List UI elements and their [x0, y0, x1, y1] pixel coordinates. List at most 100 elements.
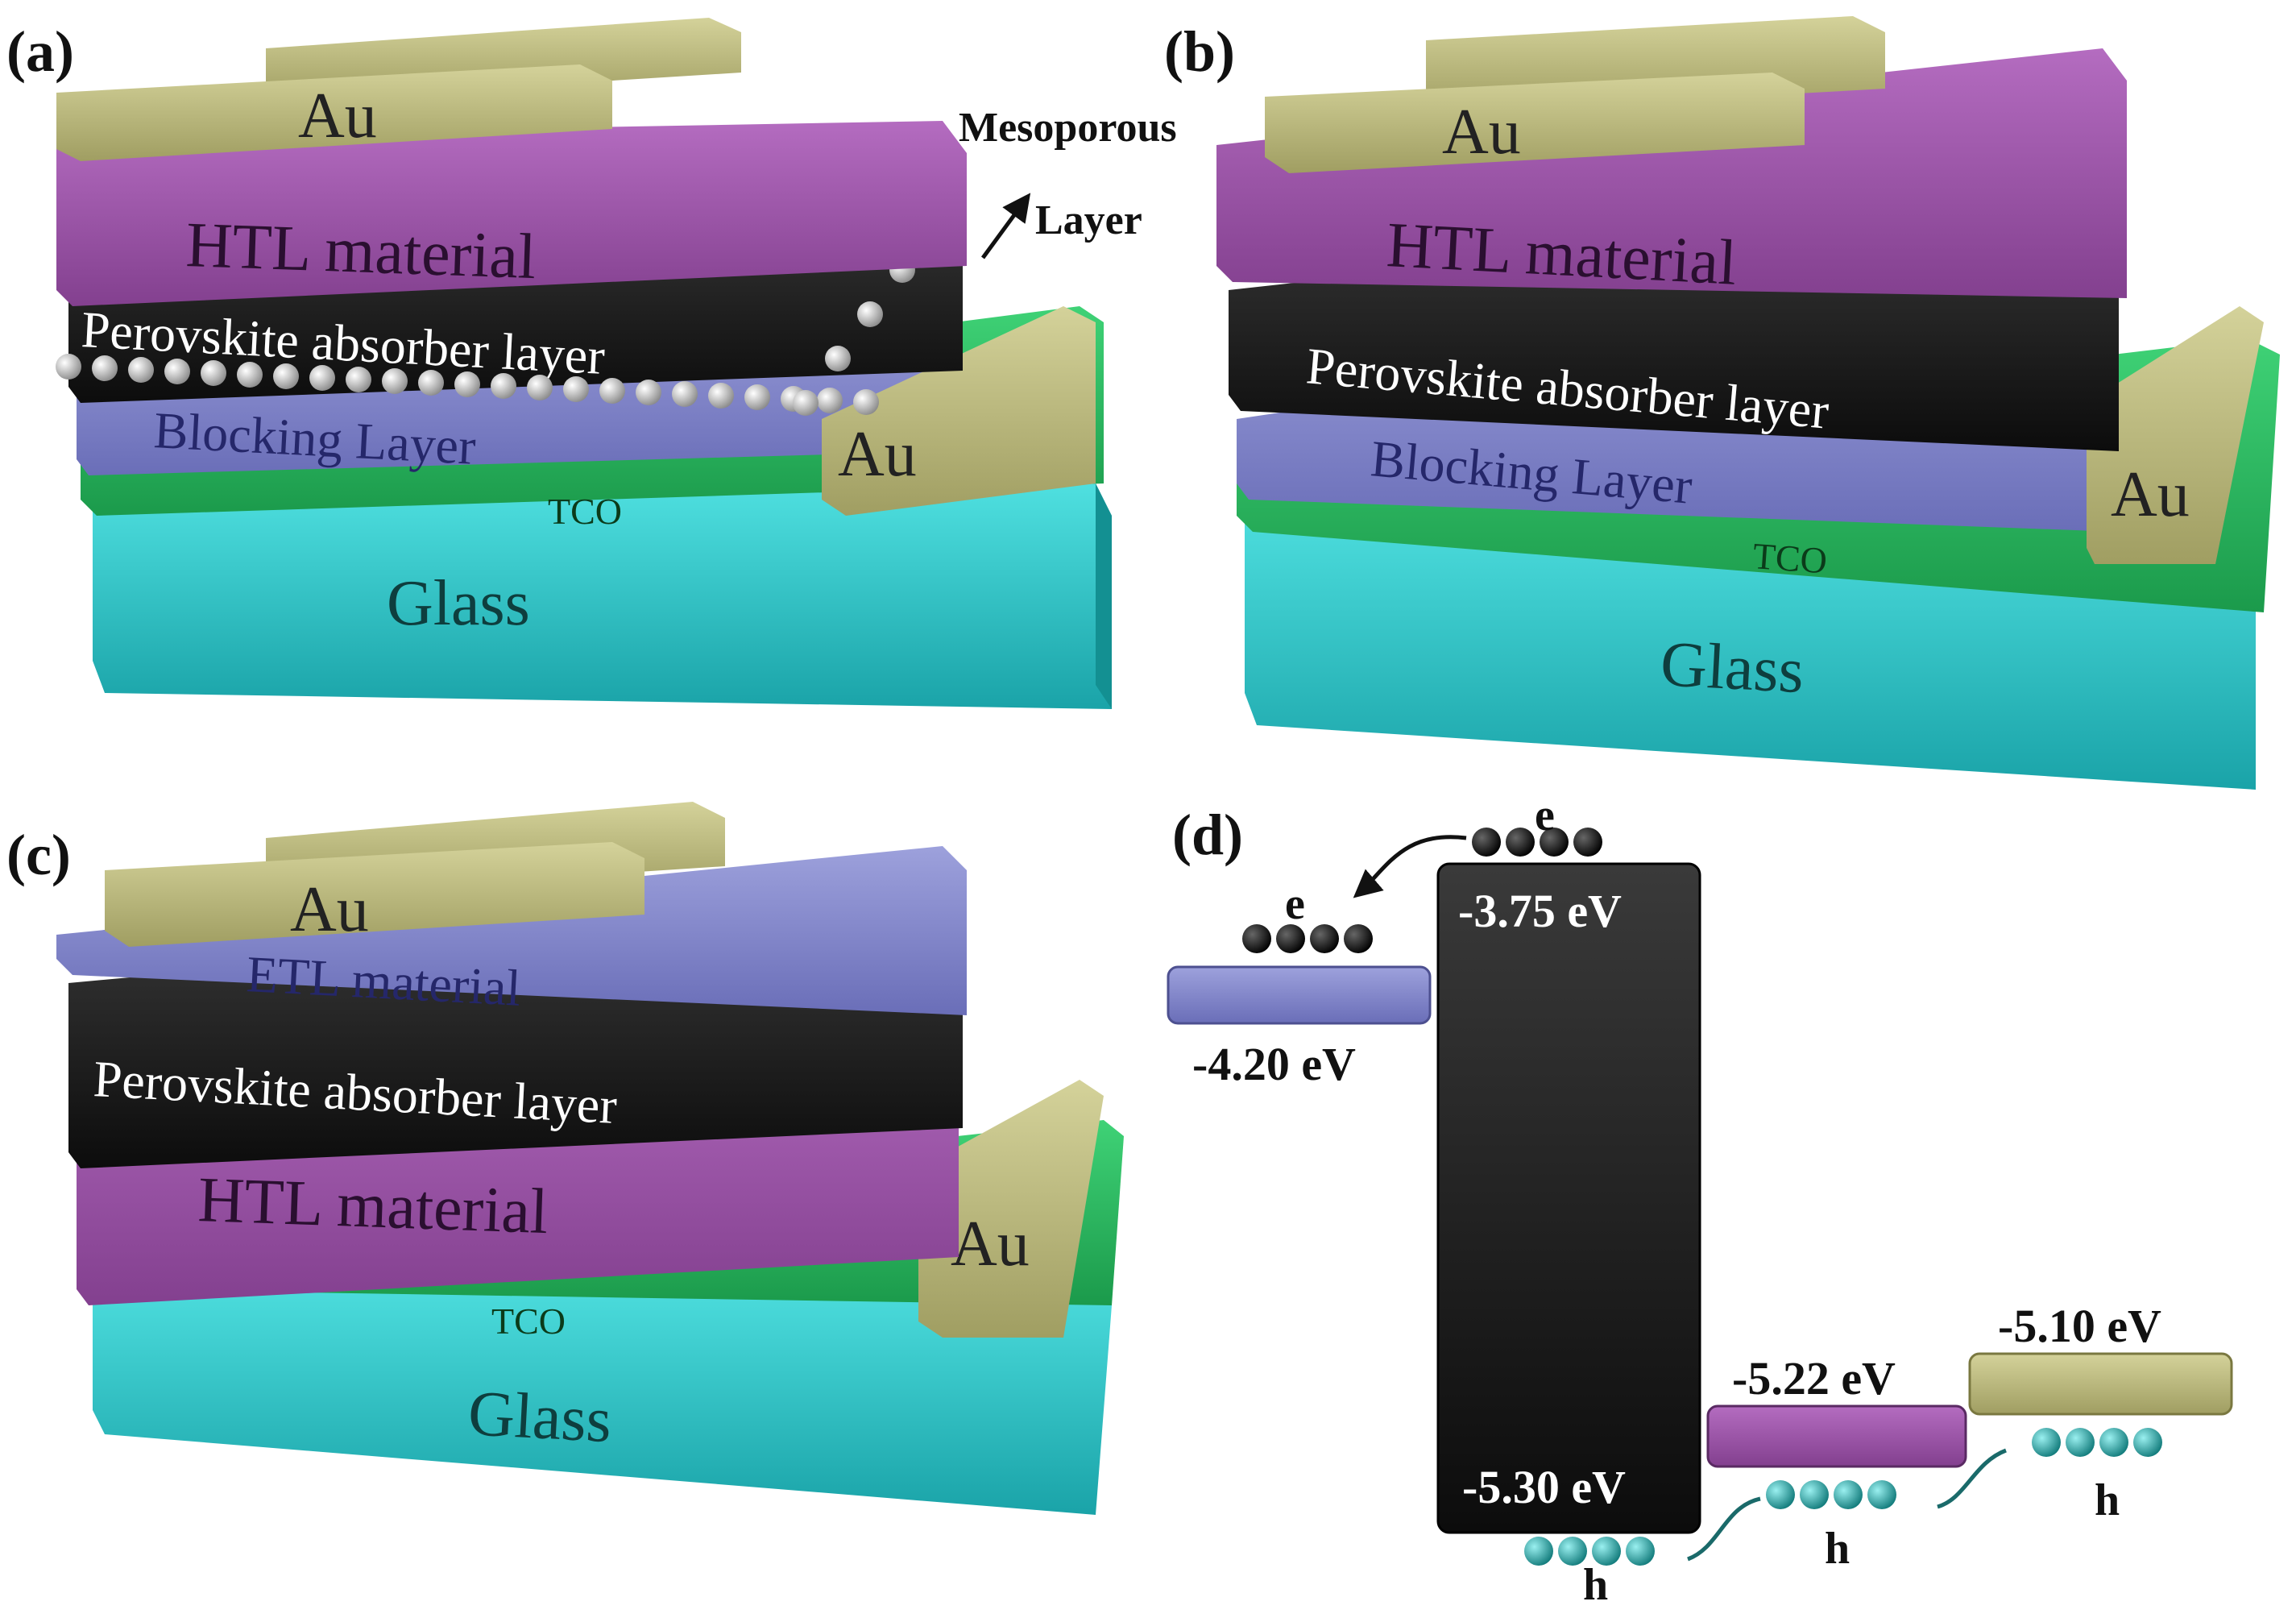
mesoporous-bead	[382, 368, 408, 394]
panel-a-au-side-contact	[822, 306, 1096, 516]
panel-c-glass-layer	[93, 1273, 1112, 1515]
panel-c-etl-layer	[56, 846, 967, 1015]
hole-bead	[1867, 1480, 1896, 1509]
hole-bead	[2066, 1428, 2095, 1457]
hole-bead	[2133, 1428, 2162, 1457]
hole-bead	[1766, 1480, 1795, 1509]
panel-b-tco-label: TCO	[1751, 535, 1828, 581]
panel-d-electron-label-1: e	[1535, 790, 1555, 840]
panel-c-tco-label: TCO	[491, 1301, 566, 1342]
panel-b-au-top-contact	[1265, 16, 1885, 173]
panel-a-htl-label: HTL material	[184, 210, 537, 292]
mesoporous-bead	[201, 360, 226, 386]
mesoporous-bead	[237, 362, 263, 388]
panel-d-electrons-etl	[1242, 924, 1373, 953]
panel-c-au-top-label: Au	[290, 874, 369, 945]
hole-bead	[1558, 1537, 1587, 1566]
panel-b-au-side-contact	[2087, 306, 2264, 564]
panel-b-glass-label: Glass	[1659, 629, 1805, 707]
electron-bead	[1540, 828, 1569, 857]
hole-bead	[1524, 1537, 1553, 1566]
mesoporous-bead	[418, 370, 444, 396]
panel-d-hole-transfer-arrow-1	[1687, 1496, 1761, 1562]
mesoporous-bead	[563, 376, 589, 402]
panel-a-letter: (a)	[6, 19, 74, 84]
panel-d-hole-label-1: h	[1583, 1560, 1608, 1610]
panel-d-htl-level-label: -5.22 eV	[1732, 1352, 1896, 1404]
panel-c-htl-label: HTL material	[197, 1164, 549, 1247]
mesoporous-bead	[817, 388, 843, 413]
panel-d-hole-label-2: h	[1825, 1524, 1850, 1574]
panel-d-electron-transfer-arrow	[1353, 835, 1467, 898]
mesoporous-bead	[853, 389, 879, 415]
panel-a-htl-layer	[56, 121, 967, 306]
electron-bead	[1506, 828, 1535, 857]
mesoporous-bead	[527, 375, 553, 400]
panel-d-perovskite-vb-label: -5.30 eV	[1462, 1461, 1626, 1513]
panel-a-glass-label: Glass	[387, 568, 530, 639]
hole-bead	[1834, 1480, 1863, 1509]
hole-bead	[1592, 1537, 1621, 1566]
panel-d-perovskite-block	[1436, 862, 1701, 1534]
panel-d-au-level-label: -5.10 eV	[1998, 1300, 2161, 1352]
mesoporous-bead	[672, 381, 698, 407]
hole-bead	[1626, 1537, 1655, 1566]
panel-a-glass-layer	[93, 483, 1112, 709]
mesoporous-bead	[599, 378, 625, 404]
panel-d-etl-level-bar	[1167, 965, 1432, 1025]
panel-d-htl-level-bar	[1706, 1404, 1967, 1468]
panel-d-electron-label-2: e	[1285, 879, 1305, 929]
panel-d-holes-au	[2032, 1428, 2162, 1457]
panel-c-au-side-label: Au	[951, 1209, 1030, 1280]
mesoporous-bead	[636, 380, 661, 405]
panel-a: (a) Glass TCO Blocking Layer Au Perovski…	[6, 18, 1177, 709]
mesoporous-bead	[346, 367, 371, 392]
panel-a-mesoporous-arrow	[980, 193, 1031, 259]
mesoporous-bead	[92, 355, 118, 381]
panel-a-au-top-label: Au	[298, 81, 377, 151]
panel-d-perovskite-cb-label: -3.75 eV	[1458, 885, 1622, 937]
mesoporous-bead	[454, 371, 480, 397]
panel-b-htl-layer	[1216, 48, 2127, 298]
electron-bead	[1472, 828, 1501, 857]
mesoporous-bead	[857, 301, 883, 327]
panel-d-hole-transfer-arrow-2	[1937, 1448, 2007, 1509]
panel-b-au-side-label: Au	[2111, 459, 2190, 530]
panel-c-letter: (c)	[6, 823, 71, 887]
mesoporous-bead	[309, 365, 335, 391]
hole-bead	[2099, 1428, 2128, 1457]
electron-bead	[1242, 924, 1271, 953]
mesoporous-bead	[825, 346, 851, 371]
panel-c-glass-label: Glass	[466, 1378, 613, 1456]
electron-bead	[1310, 924, 1339, 953]
panel-d-au-level-bar	[1968, 1352, 2233, 1416]
panel-c-au-side-contact	[918, 1080, 1104, 1338]
panel-d-holes-htl	[1766, 1480, 1896, 1509]
electron-bead	[1573, 828, 1602, 857]
mesoporous-bead	[128, 357, 154, 383]
panel-a-mesoporous-label-line1: Mesoporous	[959, 105, 1177, 151]
mesoporous-bead	[491, 373, 516, 399]
hole-bead	[1800, 1480, 1829, 1509]
panel-a-tco-label: TCO	[548, 491, 622, 532]
panel-d-electrons-perovskite	[1472, 828, 1602, 857]
mesoporous-bead	[793, 390, 819, 416]
panel-b: (b) Glass TCO Blocking Layer Au Perovski…	[1164, 16, 2280, 790]
panel-b-au-top-label: Au	[1442, 97, 1521, 168]
panel-a-au-side-label: Au	[838, 419, 917, 490]
panel-c: (c) Glass TCO Au HTL material Perovskite…	[6, 802, 1124, 1515]
panel-d-holes-perovskite	[1524, 1537, 1655, 1566]
panel-a-au-top-contact	[56, 18, 741, 161]
panel-d-letter: (d)	[1172, 803, 1243, 867]
mesoporous-bead	[744, 384, 770, 410]
mesoporous-bead	[56, 354, 81, 380]
mesoporous-bead	[708, 383, 734, 409]
panel-d-hole-label-3: h	[2095, 1475, 2120, 1525]
panel-d-etl-level-label: -4.20 eV	[1192, 1038, 1356, 1090]
panel-a-mesoporous-label-line2: Layer	[1035, 197, 1142, 243]
electron-bead	[1344, 924, 1373, 953]
panel-d: (d) -4.20 eV -3.75 eV -5.30 eV -5.22 eV …	[1167, 790, 2233, 1610]
panel-c-au-top-contact	[105, 802, 725, 947]
mesoporous-bead	[164, 359, 190, 384]
